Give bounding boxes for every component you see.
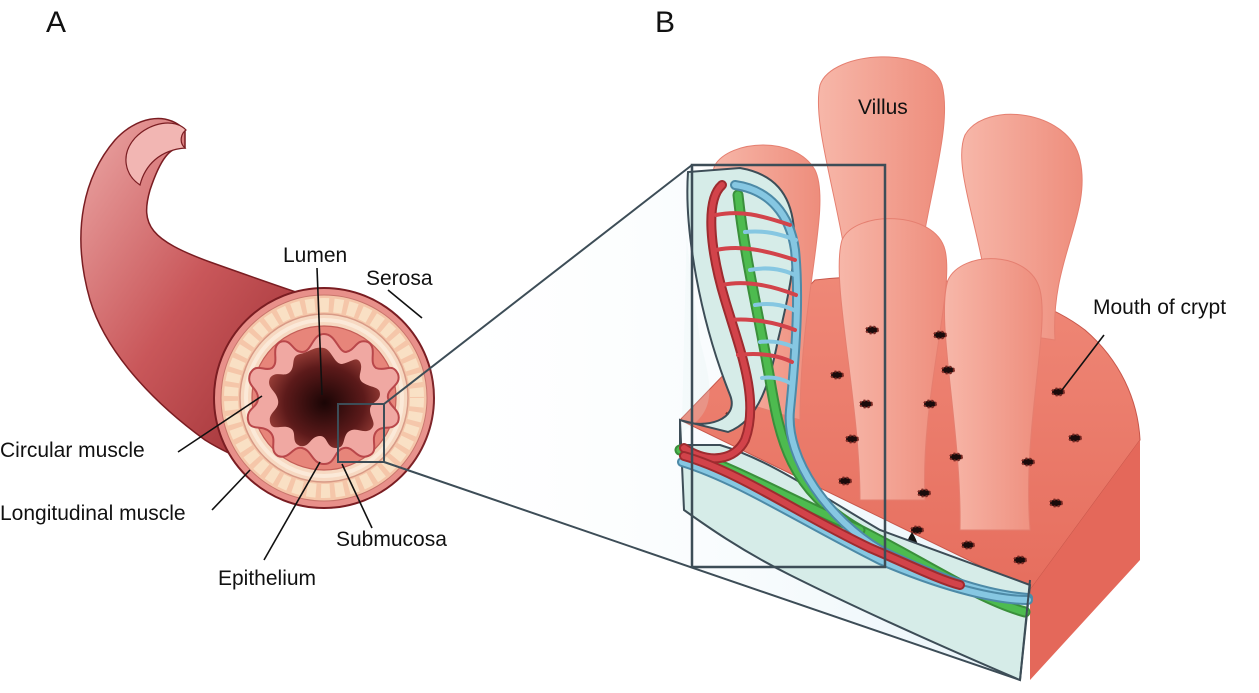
label-epithelium: Epithelium	[218, 567, 316, 590]
label-lumen: Lumen	[283, 244, 347, 267]
villus-front-center	[838, 218, 948, 501]
leader-mouth-of-crypt	[1061, 334, 1105, 391]
tissue-block-side	[1030, 440, 1140, 680]
zoom-frame	[690, 163, 887, 569]
lumen	[269, 347, 380, 448]
crypt-mouths	[725, 325, 1082, 565]
tube-curl-tip	[125, 122, 187, 186]
label-circular-muscle: Circular muscle	[0, 439, 145, 462]
villus-front-right	[943, 258, 1043, 531]
label-villus: Villus	[858, 96, 908, 119]
label-serosa: Serosa	[366, 267, 433, 290]
slab-edge	[1019, 579, 1031, 681]
panel-b-label: B	[655, 6, 675, 39]
label-longitudinal-muscle: Longitudinal muscle	[0, 502, 186, 525]
label-mouth-of-crypt: Mouth of crypt	[1093, 296, 1226, 319]
panel-a-label: A	[46, 6, 66, 39]
villus-cut-section	[678, 166, 1032, 682]
label-submucosa: Submucosa	[336, 528, 447, 551]
zoom-line-bottom	[383, 461, 1021, 681]
zoom-line-top	[383, 164, 693, 405]
vessels	[674, 180, 1033, 618]
leader-lines-a	[177, 267, 423, 561]
